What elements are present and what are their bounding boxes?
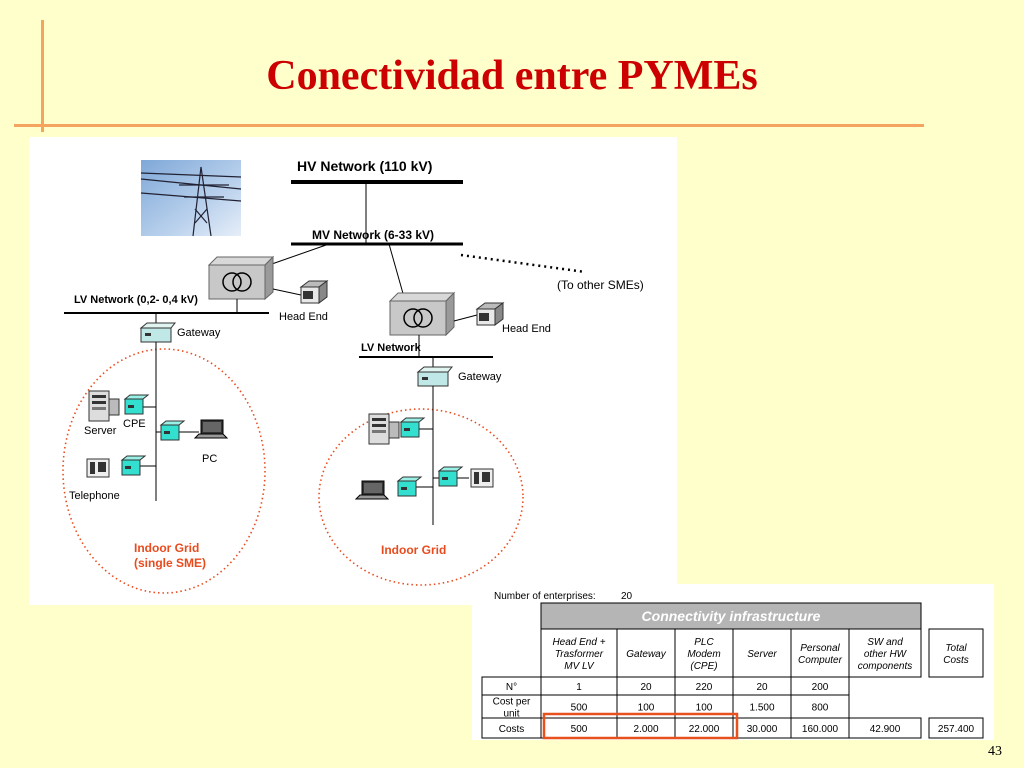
indoor-grid-left-boundary — [62, 348, 266, 594]
total-header-label: Total — [945, 643, 967, 654]
telephone-right-icon — [470, 468, 494, 488]
table-cell-value: 1 — [576, 682, 582, 693]
gateway-right-label: Gateway — [458, 371, 502, 383]
gateway-left-label: Gateway — [177, 327, 221, 339]
other-smes-label: (To other SMEs) — [557, 278, 644, 292]
indoor-grid-single-label-2: (single SME) — [134, 556, 206, 570]
table-cell-value: 20 — [640, 682, 652, 693]
laptop-left-icon — [193, 419, 229, 439]
telephone-left-icon — [86, 458, 110, 478]
gateway-right-icon — [416, 366, 454, 387]
page-title: Conectividad entre PYMEs — [266, 53, 758, 99]
hv-network-label: HV Network (110 kV) — [297, 158, 432, 174]
cpe-server-icon — [123, 394, 150, 415]
table-cell-value: 100 — [696, 703, 713, 714]
table-cell-value: 22.000 — [689, 724, 720, 735]
table-cell-value: 1.500 — [749, 703, 774, 714]
table-cell-value: 500 — [571, 703, 588, 714]
cpe-telephone-icon — [120, 455, 147, 476]
head-end-right-label: Head End — [502, 323, 551, 335]
table-cell-value: 500 — [571, 724, 588, 735]
total-header-label: Costs — [943, 655, 969, 666]
column-header-label: components — [858, 661, 912, 672]
laptop-right-icon — [354, 480, 390, 500]
column-header-cell — [848, 628, 922, 678]
page-number: 43 — [988, 744, 1002, 759]
table-cell-value: 2.000 — [633, 724, 658, 735]
transformer-left-icon — [207, 255, 275, 301]
table-cell-value: 160.000 — [802, 724, 839, 735]
column-header-label: Computer — [798, 655, 843, 666]
column-header-label: Head End + — [552, 637, 605, 648]
column-header-label: MV LV — [564, 661, 595, 672]
costs-highlight — [542, 712, 739, 740]
table-cell-value: 800 — [812, 703, 829, 714]
gateway-left-icon — [139, 322, 177, 343]
enterprises-label: Number of enterprises: — [494, 591, 596, 602]
indoor-grid-label: Indoor Grid — [381, 543, 446, 557]
column-header-label: other HW — [864, 649, 908, 660]
row-label: unit — [503, 709, 519, 720]
row-label: N° — [506, 682, 517, 693]
head-end-left-icon — [299, 280, 329, 304]
row-label: Cost per — [493, 697, 531, 708]
table-cell — [848, 717, 922, 739]
power-tower-image — [140, 160, 242, 237]
head-end-left-label: Head End — [279, 311, 328, 323]
cpe-telephone-right-icon — [437, 466, 464, 487]
lv-network-left-label: LV Network (0,2- 0,4 kV) — [74, 294, 198, 306]
cpe-pc-icon — [159, 420, 186, 441]
table-cell-value: 20 — [756, 682, 768, 693]
server-left-icon — [88, 390, 120, 422]
column-header-label: Personal — [800, 643, 840, 654]
enterprises-value: 20 — [621, 591, 633, 602]
cost-table: Number of enterprises: 20 Connectivity i… — [472, 584, 994, 740]
table-cell-value: 42.900 — [870, 724, 901, 735]
indoor-grid-right-boundary — [318, 408, 524, 586]
total-cell-value: 257.400 — [938, 724, 975, 735]
cpe-laptop-right-icon — [396, 476, 423, 497]
row-label: Costs — [499, 724, 525, 735]
transformer-right-icon — [388, 291, 456, 337]
column-header-label: (CPE) — [690, 661, 717, 672]
lv-network-right-label: LV Network — [361, 342, 422, 354]
telephone-label: Telephone — [69, 490, 120, 502]
accent-vertical-bar — [41, 20, 44, 132]
cpe-label: CPE — [123, 418, 146, 430]
column-header-label: PLC — [694, 637, 714, 648]
table-cell-value: 220 — [696, 682, 713, 693]
column-header-label: Gateway — [626, 649, 666, 660]
other-smes-link — [460, 253, 586, 274]
infrastructure-header-label: Connectivity infrastructure — [642, 608, 821, 624]
indoor-grid-single-label-1: Indoor Grid — [134, 541, 199, 555]
cpe-server-right-icon — [399, 417, 426, 438]
column-header-label: Trasformer — [555, 649, 604, 660]
server-right-icon — [368, 413, 400, 445]
pc-label: PC — [202, 453, 217, 465]
network-diagram: HV Network (110 kV) MV Network (6-33 kV)… — [29, 137, 677, 605]
column-header-label: Server — [747, 649, 777, 660]
server-label: Server — [84, 425, 117, 437]
column-header-label: Modem — [687, 649, 720, 660]
total-header-cell — [928, 628, 984, 678]
total-cell — [928, 717, 984, 739]
mv-network-label: MV Network (6-33 kV) — [312, 228, 434, 242]
head-end-right-icon — [475, 302, 505, 326]
table-cell-value: 200 — [812, 682, 829, 693]
column-header-label: SW and — [867, 637, 903, 648]
table-cell-value: 100 — [638, 703, 655, 714]
table-cell-value: 30.000 — [747, 724, 778, 735]
accent-horizontal-bar — [14, 124, 924, 127]
